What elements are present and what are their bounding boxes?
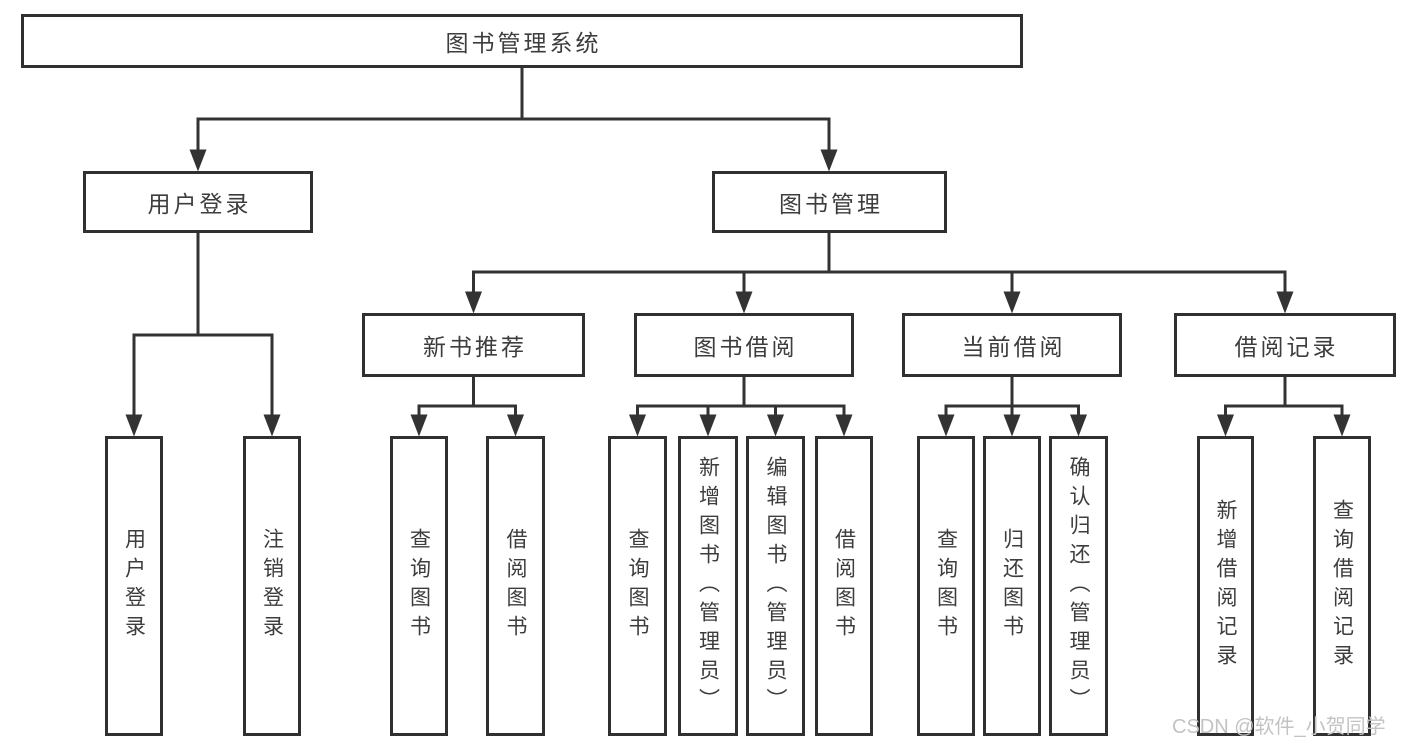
- node-label: 新增借阅记录: [1214, 499, 1237, 673]
- watermark: CSDN @软件_小贺同学: [1172, 716, 1386, 738]
- node-leaf-query-borrow-record: 查询借阅记录: [1313, 436, 1371, 736]
- node-leaf-borrow-books-rec: 借阅图书: [486, 436, 545, 736]
- node-label: 新书推荐: [423, 334, 527, 360]
- fork-borrow-record-to-leaves: [1217, 376, 1351, 437]
- node-leaf-return-books: 归还图书: [983, 436, 1041, 736]
- node-label: 用户登录: [122, 528, 146, 644]
- node-label: 用户登录: [147, 191, 252, 217]
- node-label: 新增图书（管理员）: [696, 455, 720, 717]
- node-label: 注销登录: [260, 528, 284, 644]
- node-leaf-query-books-current: 查询图书: [917, 436, 975, 736]
- node-label: 借阅图书: [504, 528, 527, 644]
- node-label: 图书管理: [779, 191, 883, 217]
- node-new-book-recommend: 新书推荐: [362, 313, 585, 377]
- fork-book-mgmt-to-level3: [465, 231, 1294, 314]
- node-label: 查询图书: [626, 528, 649, 644]
- node-label: 归还图书: [1000, 528, 1024, 644]
- node-label: 图书借阅: [693, 334, 798, 360]
- node-label: 查询图书: [934, 528, 958, 644]
- fork-root-to-level2: [189, 67, 838, 172]
- node-label: 查询借阅记录: [1330, 499, 1354, 673]
- node-label: 确认归还（管理员）: [1067, 455, 1090, 717]
- node-leaf-logout: 注销登录: [243, 436, 301, 736]
- node-leaf-add-borrow-record: 新增借阅记录: [1197, 436, 1254, 736]
- node-label: 图书管理系统: [445, 30, 602, 56]
- node-label: 借阅图书: [832, 528, 856, 644]
- node-leaf-confirm-return-admin: 确认归还（管理员）: [1049, 436, 1108, 736]
- node-borrowing-records: 借阅记录: [1174, 313, 1396, 377]
- node-leaf-query-books-rec: 查询图书: [390, 436, 448, 736]
- node-user-login: 用户登录: [83, 171, 313, 233]
- node-label: 查询图书: [407, 528, 431, 644]
- node-label: 当前借阅: [961, 334, 1066, 360]
- node-current-borrowing: 当前借阅: [902, 313, 1122, 377]
- node-library-system: 图书管理系统: [21, 14, 1023, 68]
- node-book-management: 图书管理: [712, 171, 947, 233]
- node-leaf-add-books-admin: 新增图书（管理员）: [678, 436, 738, 736]
- node-label: 编辑图书（管理员）: [764, 455, 787, 717]
- node-book-borrowing: 图书借阅: [634, 313, 854, 377]
- fork-book-borrow-to-leaves: [629, 376, 853, 437]
- fork-new-book-rec-to-leaves: [410, 376, 524, 437]
- node-leaf-borrow-books: 借阅图书: [815, 436, 873, 736]
- node-label: 借阅记录: [1234, 334, 1339, 360]
- node-leaf-query-books-borrow: 查询图书: [608, 436, 667, 736]
- fork-user-login-to-leaves: [125, 231, 281, 437]
- fork-current-borrow-to-leaves: [937, 376, 1087, 437]
- node-leaf-user-login: 用户登录: [105, 436, 163, 736]
- node-leaf-edit-books-admin: 编辑图书（管理员）: [746, 436, 805, 736]
